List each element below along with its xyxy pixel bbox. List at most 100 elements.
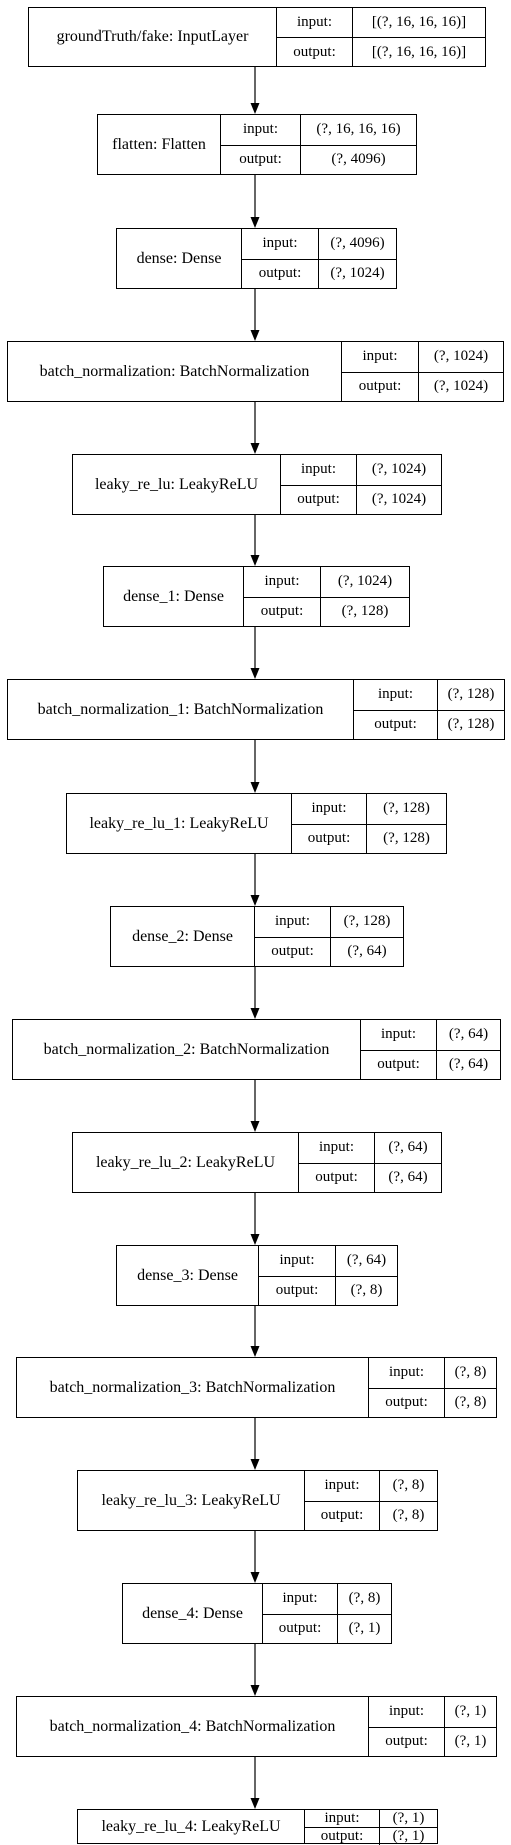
input-row: input:(?, 128) [255,907,403,937]
input-label: input: [369,1697,445,1727]
input-shape: (?, 64) [346,1252,387,1269]
io-table: input:(?, 64)output:(?, 8) [259,1246,397,1305]
input-label: input: [221,115,301,145]
input-shape: (?, 128) [383,800,430,817]
io-table: input: (?, 16, 16, 16) output: (?, 4096) [221,115,416,174]
io-table: input:(?, 128)output:(?, 128) [354,680,504,739]
output-shape: (?, 64) [347,943,387,960]
layer-name: dense: Dense [117,229,242,288]
output-label: output: [361,1050,437,1079]
layer-name: batch_normalization_2: BatchNormalizatio… [13,1020,361,1079]
output-row: output: (?, 64) [361,1049,500,1079]
input-row: input: (?, 16, 16, 16) [221,115,416,145]
output-shape: (?, 64) [448,1056,489,1073]
io-table: input: (?, 1024) output:(?, 128) [244,567,409,626]
output-label: output: [281,485,357,514]
io-table: input:(?, 64)output:(?, 64) [299,1133,441,1192]
input-shape: (?, 16, 16, 16) [316,121,401,138]
input-label: input: [292,794,367,824]
output-row: output:(?, 128) [354,709,504,739]
output-shape: (?, 128) [383,830,430,847]
io-table: input:(?, 128)output: (?, 64) [255,907,403,966]
input-label: input: [263,1584,338,1614]
input-shape: (?, 4096) [330,235,385,252]
layer-node: batch_normalization_3: BatchNormalizatio… [16,1357,497,1418]
io-table: input:(?, 1)output:(?, 1) [369,1697,496,1756]
output-row: output:(?, 1024) [242,258,396,288]
input-shape: (?, 1024) [371,461,427,478]
io-table: input:(?, 64)output:(?, 64) [361,1020,500,1079]
input-shape: (?, 8) [392,1477,425,1494]
io-table: input: (?, 4096) output:(?, 1024) [242,229,396,288]
output-label: output: [305,1501,380,1530]
edge-arrow [250,740,260,793]
edge-arrow [250,289,260,341]
input-row: input:(?, 1) [369,1697,496,1727]
output-label: output: [263,1614,338,1643]
output-row: output: (?, 64) [255,936,403,966]
layer-name: leaky_re_lu_1: LeakyReLU [67,794,292,853]
input-shape: (?, 1024) [337,573,393,590]
output-row: output:(?, 64) [299,1162,441,1192]
input-label: input: [305,1471,380,1501]
input-label: input: [277,8,353,37]
output-shape: (?, 1) [392,1828,425,1844]
layer-name: batch_normalization_1: BatchNormalizatio… [8,680,354,739]
input-row: input: (?, 8) [305,1471,437,1501]
input-label: input: [369,1358,445,1388]
input-label: input: [305,1810,380,1827]
layer-name: leaky_re_lu_2: LeakyReLU [73,1133,299,1192]
output-row: output:(?, 1024) [281,484,441,514]
input-label: input: [299,1133,375,1163]
output-label: output: [242,259,319,288]
input-shape: (?, 128) [343,913,391,930]
output-row: output:(?, 8) [369,1387,496,1417]
layer-name: dense_4: Dense [123,1584,263,1643]
input-label: input: [354,680,438,710]
output-row: output:[(?, 16, 16, 16)] [277,37,485,66]
input-shape: (?, 8) [454,1364,487,1381]
input-row: input: (?, 128) [292,794,446,824]
output-shape: (?, 4096) [331,151,386,168]
layer-name: flatten: Flatten [98,115,221,174]
edge-arrow [250,1418,260,1470]
input-shape: (?, 1) [392,1810,425,1826]
output-row: output:(?, 128) [244,596,409,626]
input-row: input:(?, 1024) [342,342,503,372]
output-row: output:(?, 1024) [342,371,503,401]
io-table: input:(?, 128)output:(?, 128) [292,794,446,853]
edge-arrow [250,1193,260,1245]
layer-name: batch_normalization: BatchNormalization [8,342,342,401]
output-shape: [(?, 16, 16, 16)] [371,43,467,60]
output-label: output: [255,937,331,966]
edge-arrow [250,1080,260,1132]
layer-name: leaky_re_lu: LeakyReLU [73,455,281,514]
output-label: output: [221,145,301,174]
input-label: input: [242,229,319,259]
input-row: input:[(?, 16, 16, 16)] [277,8,485,37]
io-table: input:(?, 1024)output:(?, 1024) [342,342,503,401]
input-label: input: [244,567,321,597]
output-label: output: [369,1388,445,1417]
output-row: output:(?, 128) [292,823,446,853]
layer-node: batch_normalization_4: BatchNormalizatio… [16,1696,497,1757]
input-row: input: (?, 1024) [244,567,409,597]
input-row: input:(?, 1024) [281,455,441,485]
output-shape: (?, 8) [392,1507,425,1524]
output-label: output: [259,1276,336,1305]
input-row: input:(?, 8) [263,1584,391,1614]
input-row: input: (?, 4096) [242,229,396,259]
output-shape: (?, 1) [454,1733,487,1750]
layer-name: batch_normalization_3: BatchNormalizatio… [17,1358,369,1417]
input-row: input: (?, 8) [369,1358,496,1388]
edge-arrow [250,967,260,1019]
output-label: output: [305,1828,380,1845]
